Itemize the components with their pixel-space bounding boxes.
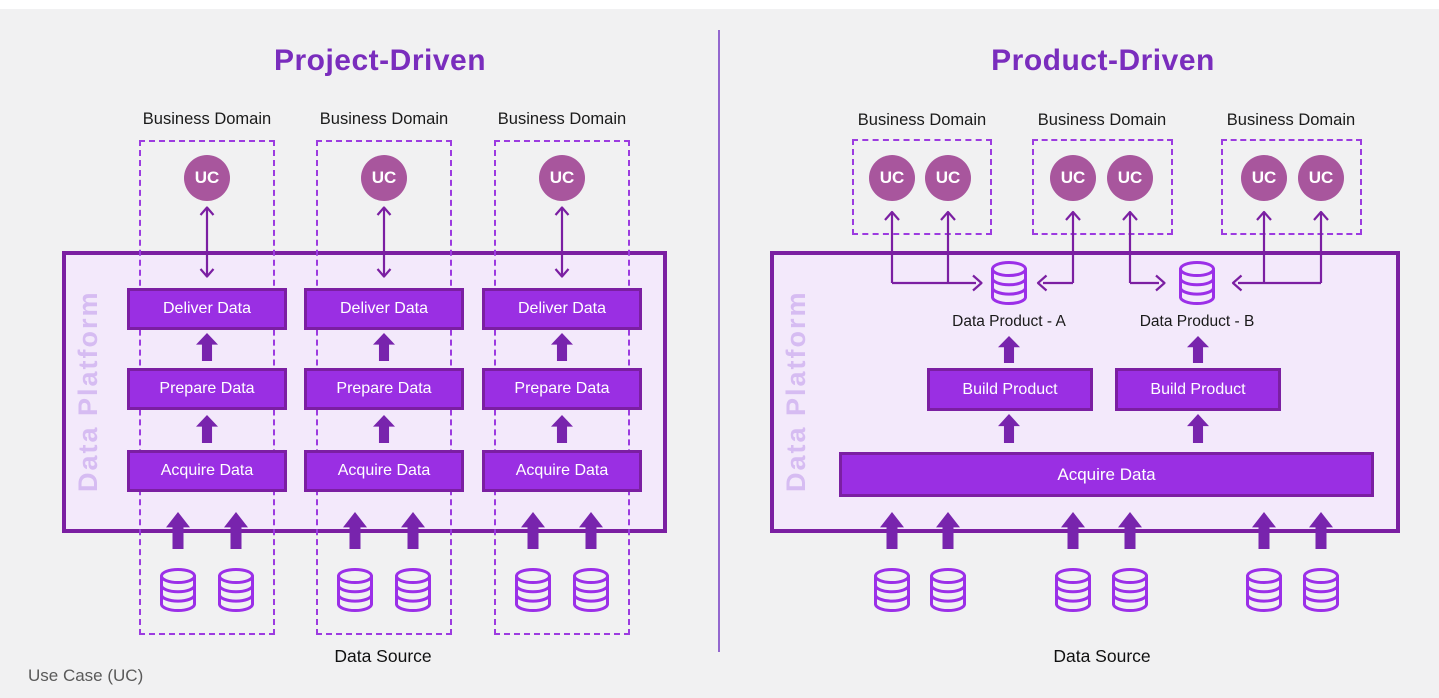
arrow-up-icon: [224, 512, 248, 549]
panel-divider: [718, 30, 720, 652]
uc-text: UC: [1308, 168, 1334, 187]
database-icon: [160, 568, 196, 612]
uc-text: UC: [935, 168, 961, 187]
database-icon: [573, 568, 609, 612]
arrow-up-icon: [196, 333, 218, 361]
database-icon: [1303, 568, 1339, 612]
connector-arrows: [884, 210, 1329, 292]
database-icon: [991, 261, 1027, 305]
double-arrow-icon: [376, 206, 392, 278]
data-source-label: Data Source: [1053, 646, 1151, 666]
deliver-data-box: Deliver Data: [482, 288, 642, 330]
database-icon: [395, 568, 431, 612]
data-source-label: Data Source: [334, 646, 432, 666]
database-icon: [515, 568, 551, 612]
data-product-b-label: Data Product - B: [1139, 313, 1255, 330]
acquire-data-box: Acquire Data: [482, 450, 642, 492]
arrow-up-icon: [166, 512, 190, 549]
business-domain-box: [1221, 139, 1362, 235]
business-domain-box: [852, 139, 992, 235]
prepare-data-box: Prepare Data: [127, 368, 287, 410]
arrow-up-icon: [1118, 512, 1142, 549]
arrow-up-icon: [998, 414, 1020, 443]
uc-text: UC: [549, 168, 575, 187]
acquire-data-box: Acquire Data: [304, 450, 464, 492]
prepare-data-box: Prepare Data: [304, 368, 464, 410]
arrow-up-icon: [1309, 512, 1333, 549]
data-product-a-label: Data Product - A: [952, 313, 1066, 330]
business-domain-label: Business Domain: [857, 111, 987, 129]
build-product-box: Build Product: [1115, 368, 1281, 411]
uc-text: UC: [1117, 168, 1143, 187]
database-icon: [1246, 568, 1282, 612]
use-case-legend: Use Case (UC): [28, 666, 144, 685]
database-icon: [1055, 568, 1091, 612]
uc-text: UC: [879, 168, 905, 187]
database-icon: [1112, 568, 1148, 612]
arrow-up-icon: [401, 512, 425, 549]
arrow-up-icon: [551, 415, 573, 443]
arrow-up-icon: [373, 415, 395, 443]
uc-text: UC: [1251, 168, 1277, 187]
arrow-up-icon: [521, 512, 545, 549]
arrow-up-icon: [579, 512, 603, 549]
business-domain-label: Business Domain: [319, 110, 449, 128]
data-platform-label: Data Platform: [781, 290, 811, 492]
business-domain-label: Business Domain: [1226, 111, 1356, 129]
arrow-up-icon: [1061, 512, 1085, 549]
arrow-up-icon: [998, 336, 1020, 363]
acquire-data-bar: Acquire Data: [839, 452, 1374, 497]
uc-text: UC: [194, 168, 220, 187]
use-case-node: UC: [1107, 155, 1153, 201]
arrow-up-icon: [551, 333, 573, 361]
acquire-data-box: Acquire Data: [127, 450, 287, 492]
arrow-up-icon: [1187, 336, 1209, 363]
use-case-node: UC: [1050, 155, 1096, 201]
business-domain-label: Business Domain: [142, 110, 272, 128]
prepare-data-box: Prepare Data: [482, 368, 642, 410]
top-edge-strip: [0, 0, 1439, 9]
use-case-node: UC: [184, 155, 230, 201]
business-domain-box: [1032, 139, 1173, 235]
deliver-data-box: Deliver Data: [304, 288, 464, 330]
use-case-node: UC: [925, 155, 971, 201]
arrow-up-icon: [1252, 512, 1276, 549]
arrow-up-icon: [880, 512, 904, 549]
business-domain-label: Business Domain: [1037, 111, 1167, 129]
database-icon: [930, 568, 966, 612]
use-case-node: UC: [539, 155, 585, 201]
business-domain-label: Business Domain: [497, 110, 627, 128]
use-case-node: UC: [1241, 155, 1287, 201]
uc-text: UC: [371, 168, 397, 187]
database-icon: [874, 568, 910, 612]
arrow-up-icon: [373, 333, 395, 361]
arrow-up-icon: [936, 512, 960, 549]
arrow-up-icon: [1187, 414, 1209, 443]
right-title: Product-Driven: [991, 44, 1215, 77]
double-arrow-icon: [199, 206, 215, 278]
uc-text: UC: [1060, 168, 1086, 187]
database-icon: [1179, 261, 1215, 305]
database-icon: [218, 568, 254, 612]
build-product-box: Build Product: [927, 368, 1093, 411]
use-case-node: UC: [1298, 155, 1344, 201]
data-platform-label: Data Platform: [73, 290, 103, 492]
arrow-up-icon: [343, 512, 367, 549]
double-arrow-icon: [554, 206, 570, 278]
arrow-up-icon: [196, 415, 218, 443]
deliver-data-box: Deliver Data: [127, 288, 287, 330]
use-case-node: UC: [869, 155, 915, 201]
left-title: Project-Driven: [273, 44, 487, 77]
use-case-node: UC: [361, 155, 407, 201]
database-icon: [337, 568, 373, 612]
